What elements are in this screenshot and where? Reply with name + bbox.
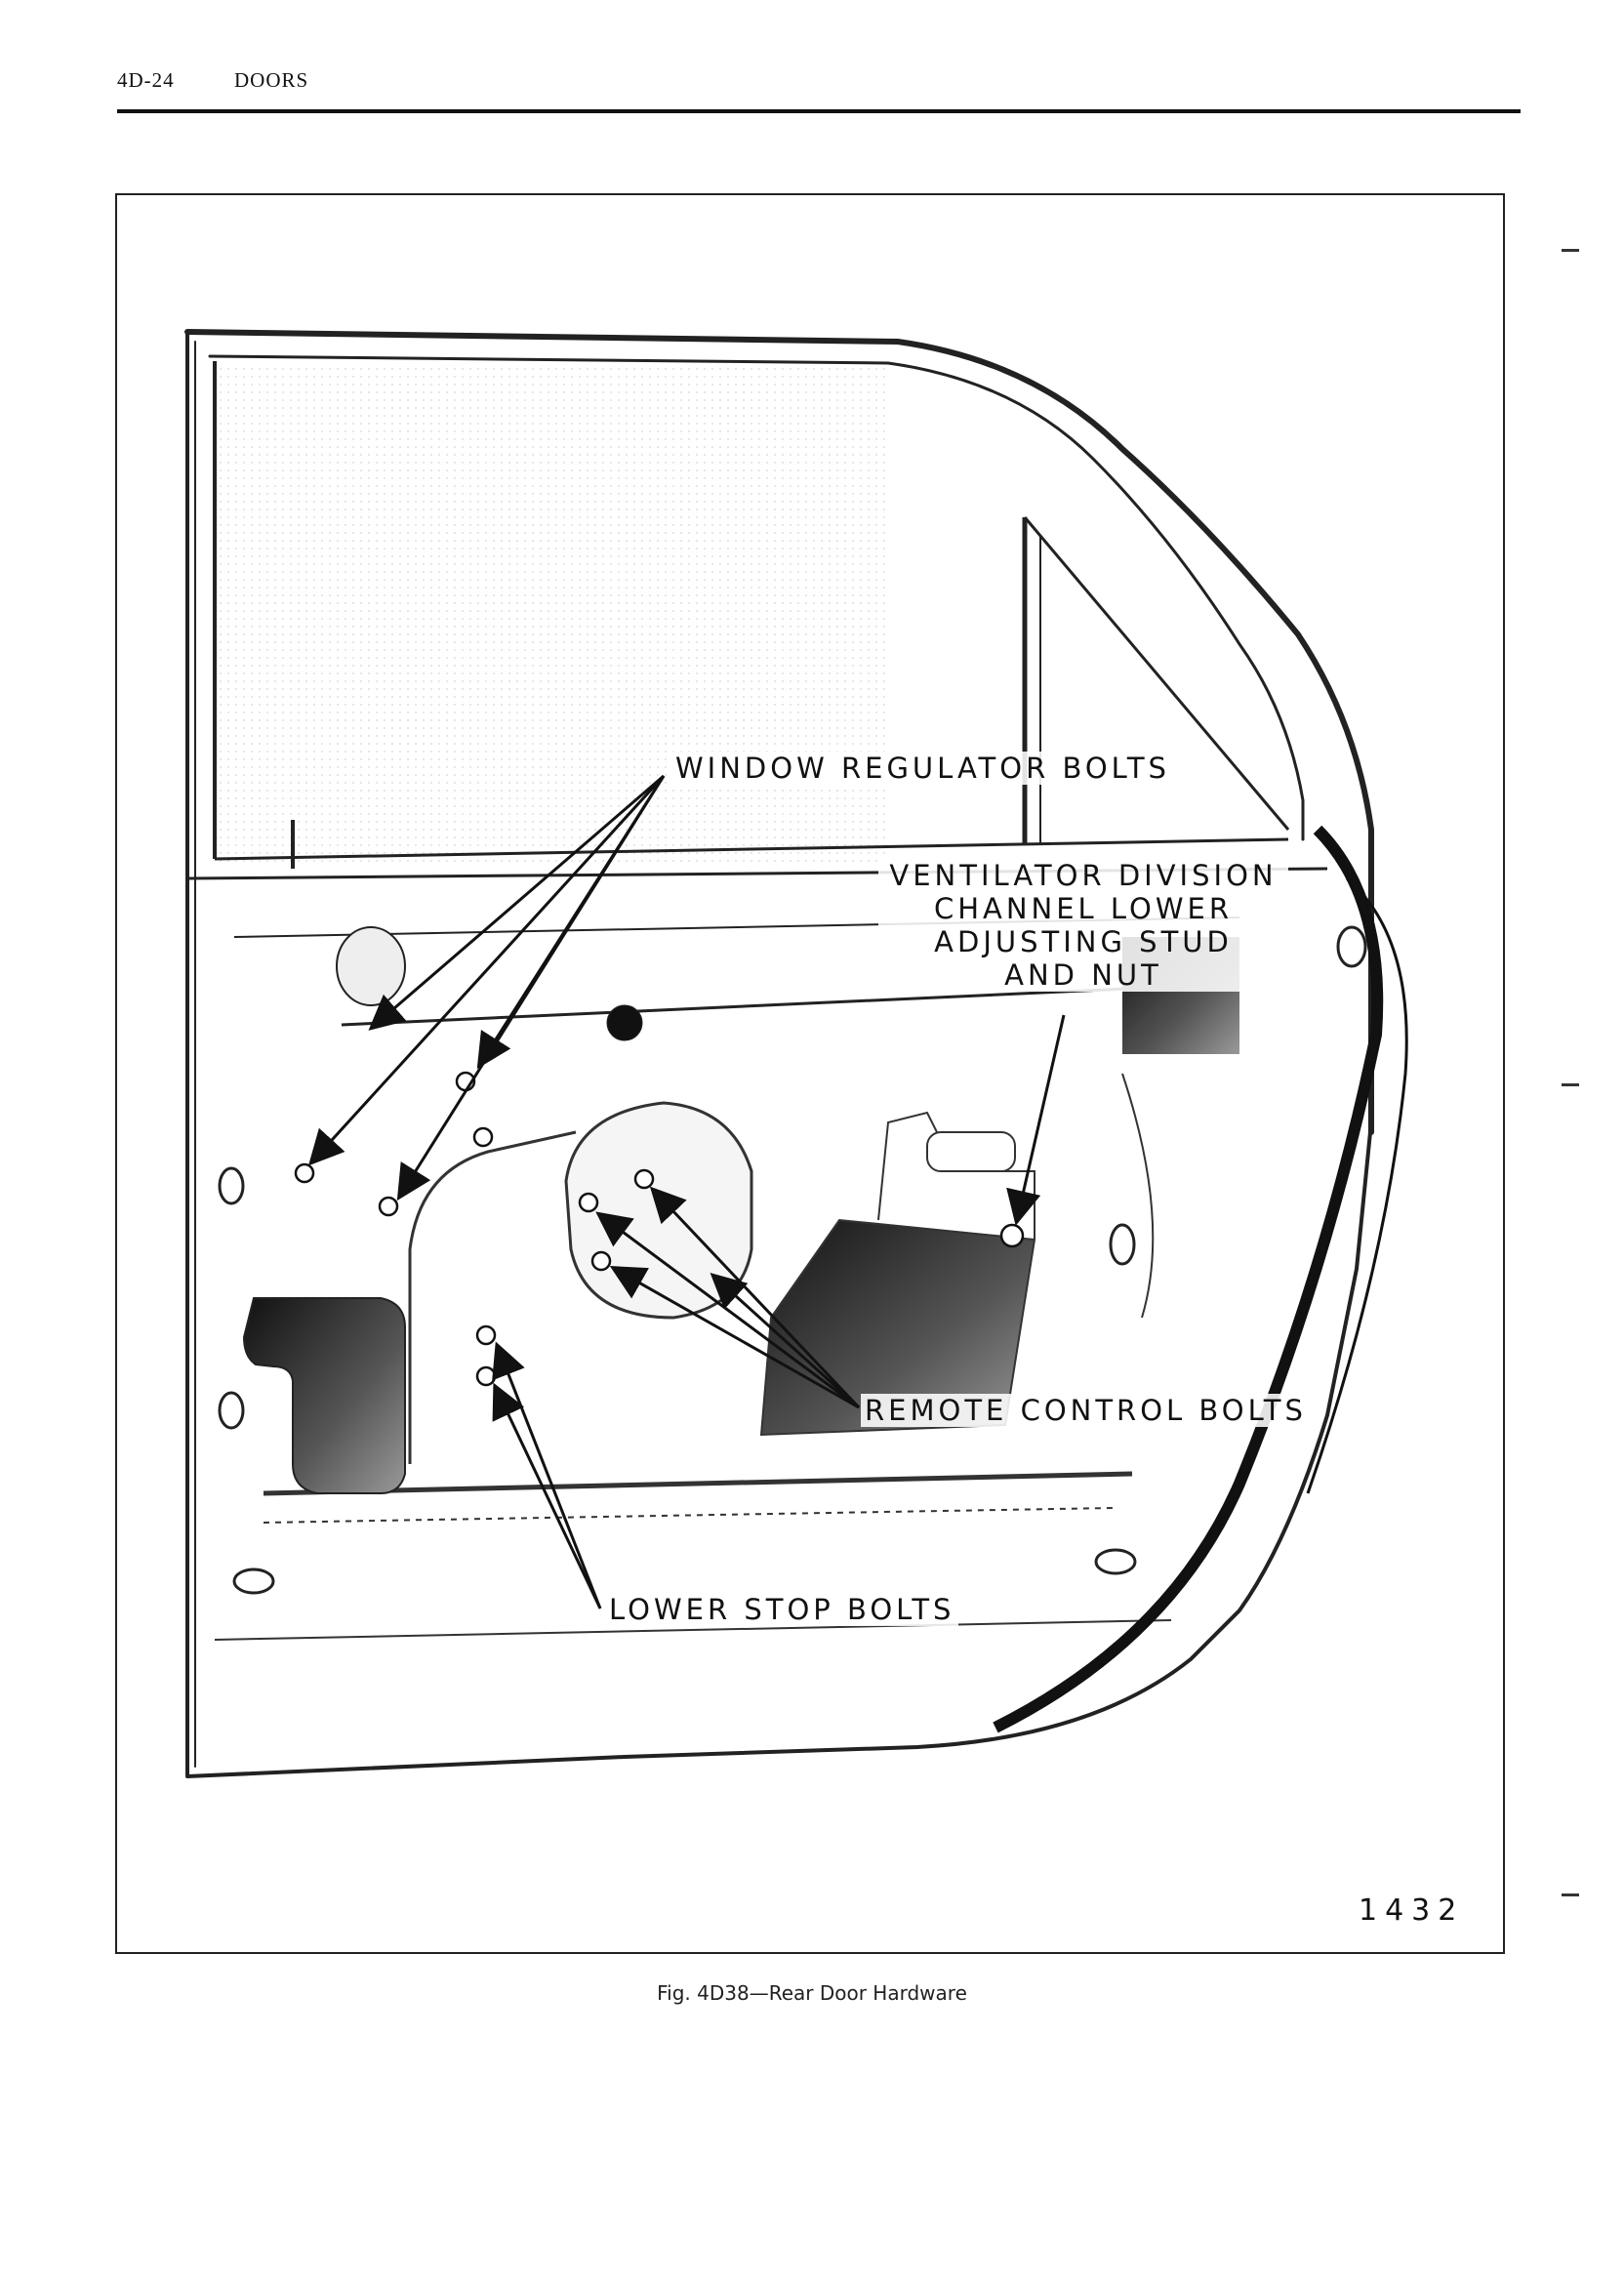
window-regulator-bolts-label: WINDOW REGULATOR BOLTS bbox=[671, 752, 1174, 785]
figure-number: 1432 bbox=[1359, 1893, 1465, 1928]
window-regulator-arrows bbox=[307, 774, 666, 1201]
section-title: DOORS bbox=[234, 68, 309, 92]
ventilator-label-line2: CHANNEL LOWER bbox=[878, 892, 1288, 925]
remote-control-bolts-label: REMOTE CONTROL BOLTS bbox=[861, 1394, 1311, 1427]
margin-mark bbox=[1562, 249, 1579, 252]
door-edge bbox=[993, 825, 1408, 1733]
ventilator-label-line1: VENTILATOR DIVISION bbox=[878, 859, 1288, 892]
remote-control-arrows bbox=[595, 1186, 861, 1409]
window-glass bbox=[213, 361, 1290, 869]
door-illustration bbox=[184, 329, 1408, 1778]
lower-stop-arrows bbox=[492, 1341, 602, 1609]
bolt-heads bbox=[294, 1071, 1025, 1387]
figure-frame: WINDOW REGULATOR BOLTS VENTILATOR DIVISI… bbox=[115, 193, 1505, 1954]
ventilator-label-line4: AND NUT bbox=[878, 958, 1288, 992]
margin-mark bbox=[1562, 1893, 1579, 1896]
ventilator-arrow bbox=[1006, 1014, 1066, 1226]
ventilator-division-label: VENTILATOR DIVISION CHANNEL LOWER ADJUST… bbox=[878, 859, 1288, 992]
header-rule bbox=[117, 109, 1521, 113]
page-number: 4D-24 bbox=[117, 68, 175, 92]
door-outline bbox=[184, 329, 1374, 1778]
figure-caption: Fig. 4D38—Rear Door Hardware bbox=[657, 1981, 967, 2005]
lower-stop-bolts-label: LOWER STOP BOLTS bbox=[605, 1593, 959, 1626]
ventilator-label-line3: ADJUSTING STUD bbox=[878, 925, 1288, 958]
side-holes bbox=[218, 925, 1367, 1595]
margin-mark bbox=[1562, 1083, 1579, 1086]
access-hole bbox=[242, 1297, 406, 1494]
